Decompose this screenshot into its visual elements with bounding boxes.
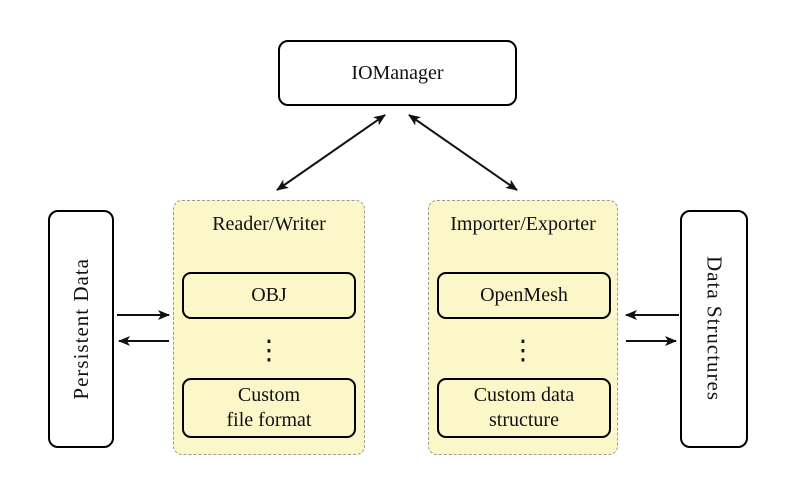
reader-writer-group: Reader/Writer OBJ ⋮ Custom file format — [173, 200, 365, 455]
iomanager-box: IOManager — [278, 40, 517, 106]
persistent-data-box: Persistent Data — [48, 210, 114, 448]
custom-file-format-box: Custom file format — [182, 378, 356, 438]
custom-data-structure-box: Custom data structure — [437, 378, 611, 438]
reader-writer-title: Reader/Writer — [212, 213, 326, 235]
importer-exporter-group: Importer/Exporter OpenMesh ⋮ Custom data… — [428, 200, 618, 455]
data-structures-box: Data Structures — [680, 210, 748, 448]
data-structures-label: Data Structures — [702, 256, 727, 402]
vdots-icon: ⋮ — [255, 334, 283, 366]
importer-exporter-title: Importer/Exporter — [450, 213, 596, 235]
arrow-iomanager-importerexporter — [408, 114, 518, 191]
iomanager-label: IOManager — [351, 61, 444, 84]
openmesh-box: OpenMesh — [437, 272, 611, 319]
vdots-icon: ⋮ — [509, 334, 537, 366]
obj-box: OBJ — [182, 272, 356, 319]
persistent-data-label: Persistent Data — [68, 258, 93, 400]
arrow-iomanager-readerwriter — [276, 114, 386, 191]
